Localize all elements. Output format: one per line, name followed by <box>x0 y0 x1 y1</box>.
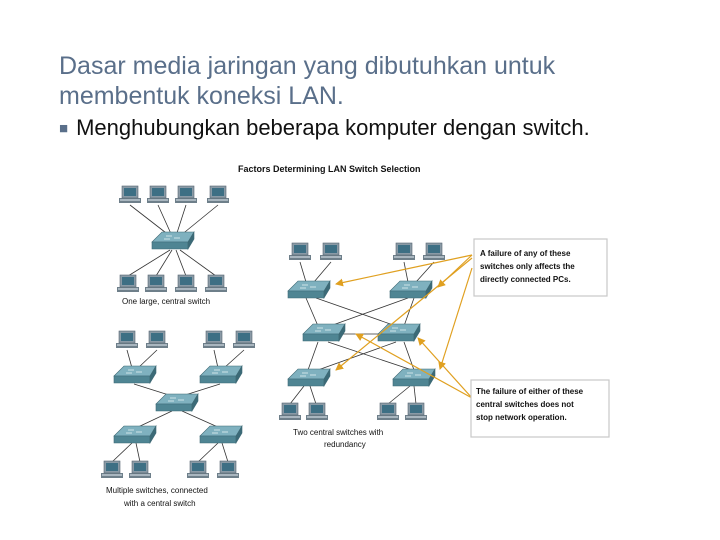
caption-redundant-line-1: Two central switches with <box>293 428 383 437</box>
network-switch-icon <box>377 323 421 342</box>
computer-icon <box>100 460 124 479</box>
slide-title: Dasar media jaringan yang dibutuhkan unt… <box>59 51 699 111</box>
network-switch-icon <box>113 365 157 384</box>
multi-switch-group: Multiple switches, connected with a cent… <box>100 330 256 508</box>
computer-icon <box>216 460 240 479</box>
network-switch-icon <box>199 365 243 384</box>
computer-icon <box>204 274 228 293</box>
computer-icon <box>174 185 198 204</box>
network-switch-icon <box>287 280 331 299</box>
network-switch-icon <box>113 425 157 444</box>
network-switch-icon <box>392 368 436 387</box>
computer-icon <box>288 242 312 261</box>
bullet-text: Menghubungkan beberapa komputer dengan s… <box>76 115 590 140</box>
computer-icon <box>146 185 170 204</box>
network-switch-icon <box>302 323 346 342</box>
callout-top-line-1: A failure of any of these <box>480 249 571 258</box>
callout-bottom-line-3: stop network operation. <box>476 413 567 422</box>
computer-icon <box>202 330 226 349</box>
callout-top: A failure of any of these switches only … <box>473 238 608 297</box>
caption-redundant-line-2: redundancy <box>324 440 366 449</box>
network-switch-icon <box>155 393 199 412</box>
caption-multi-switch-line-2: with a central switch <box>123 499 196 508</box>
computer-icon <box>206 185 230 204</box>
network-switch-icon <box>151 231 195 250</box>
computer-icon <box>145 330 169 349</box>
network-switch-icon <box>287 368 331 387</box>
computer-icon <box>376 402 400 421</box>
redundant-switch-group: Two central switches with redundancy <box>278 242 446 449</box>
central-switch-group: One large, central switch <box>116 185 230 306</box>
computer-icon <box>305 402 329 421</box>
callout-top-line-2: switches only affects the <box>480 262 575 271</box>
computer-icon <box>128 460 152 479</box>
computer-icon <box>232 330 256 349</box>
callout-arrows <box>335 254 473 399</box>
computer-icon <box>115 330 139 349</box>
callout-bottom-line-1: The failure of either of these <box>476 387 584 396</box>
bullet-point: ■ Menghubungkan beberapa komputer dengan … <box>59 115 590 141</box>
computer-icon <box>278 402 302 421</box>
computer-icon <box>116 274 140 293</box>
square-bullet-icon: ■ <box>59 120 69 137</box>
central-switch-links <box>127 204 219 277</box>
computer-icon <box>118 185 142 204</box>
figure-title: Factors Determining LAN Switch Selection <box>238 164 421 174</box>
computer-icon <box>186 460 210 479</box>
slide-title-line-2: membentuk koneksi LAN. <box>59 82 344 110</box>
caption-central-switch: One large, central switch <box>122 297 210 306</box>
callout-top-line-3: directly connected PCs. <box>480 275 571 284</box>
callout-bottom-line-2: central switches does not <box>476 400 574 409</box>
computer-icon <box>392 242 416 261</box>
slide-title-line-1: Dasar media jaringan yang dibutuhkan unt… <box>59 52 556 80</box>
network-switch-icon <box>199 425 243 444</box>
callout-bottom: The failure of either of these central s… <box>470 379 610 438</box>
caption-multi-switch-line-1: Multiple switches, connected <box>106 486 208 495</box>
computer-icon <box>404 402 428 421</box>
computer-icon <box>174 274 198 293</box>
computer-icon <box>144 274 168 293</box>
computer-icon <box>422 242 446 261</box>
computer-icon <box>319 242 343 261</box>
